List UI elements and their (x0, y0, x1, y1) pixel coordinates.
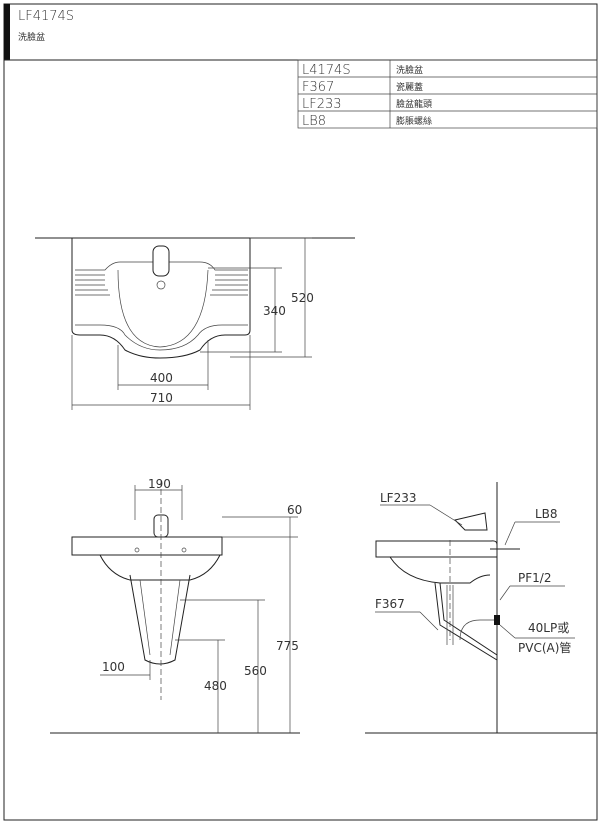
side-view: LF233 LB8 PF1/2 F367 40LP或 PVC(A)管 (365, 482, 597, 734)
label-drain-1: 40LP或 (528, 621, 569, 635)
dim-rim-thickness: 60 (287, 503, 302, 517)
label-cover: F367 (375, 597, 405, 611)
label-supply: PF1/2 (518, 571, 551, 585)
dim-mount-height: 560 (244, 664, 267, 678)
dim-drain-height: 480 (204, 679, 227, 693)
part-code: LB8 (302, 114, 326, 129)
part-name: 洗臉盆 (396, 64, 423, 76)
dim-bowl-depth: 340 (263, 304, 286, 318)
dim-pedestal-offset: 100 (102, 660, 125, 674)
label-faucet: LF233 (380, 491, 417, 505)
dim-faucet-spacing: 190 (148, 477, 171, 491)
part-name: 瓷麗蓋 (396, 81, 423, 93)
label-anchor: LB8 (535, 507, 558, 521)
part-code: LF233 (302, 97, 342, 112)
dim-rim-height: 775 (276, 639, 299, 653)
dim-depth: 520 (291, 291, 314, 305)
header-name: 洗臉盆 (18, 31, 45, 43)
part-code: L4174S (302, 63, 351, 78)
label-drain-2: PVC(A)管 (518, 640, 571, 655)
parts-table: L4174S 洗臉盆 F367 瓷麗蓋 LF233 臉盆龍頭 LB8 膨脹螺絲 (297, 59, 598, 129)
header-model: LF4174S (18, 9, 74, 24)
part-name: 臉盆龍頭 (396, 98, 432, 110)
front-view: 190 60 775 560 480 100 (50, 477, 302, 734)
dim-bowl-width: 400 (150, 371, 173, 385)
header-strip (4, 4, 10, 60)
part-code: F367 (302, 80, 334, 95)
drawing-frame (3, 3, 598, 821)
dim-width: 710 (150, 391, 173, 405)
top-view: 520 340 400 710 (35, 237, 355, 410)
part-name: 膨脹螺絲 (396, 115, 432, 127)
